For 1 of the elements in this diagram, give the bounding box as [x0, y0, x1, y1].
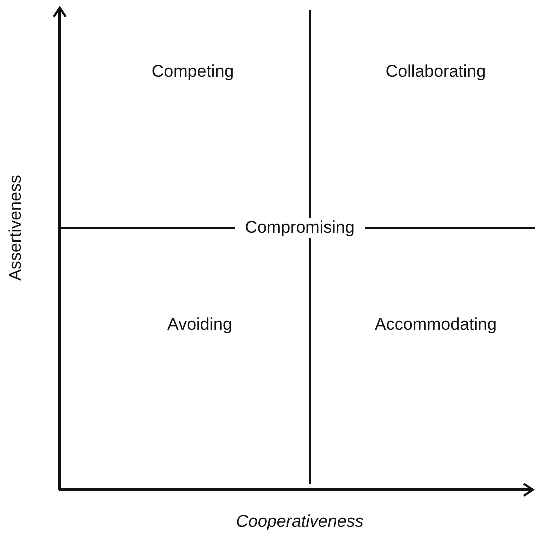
center-label: Compromising — [235, 218, 365, 238]
